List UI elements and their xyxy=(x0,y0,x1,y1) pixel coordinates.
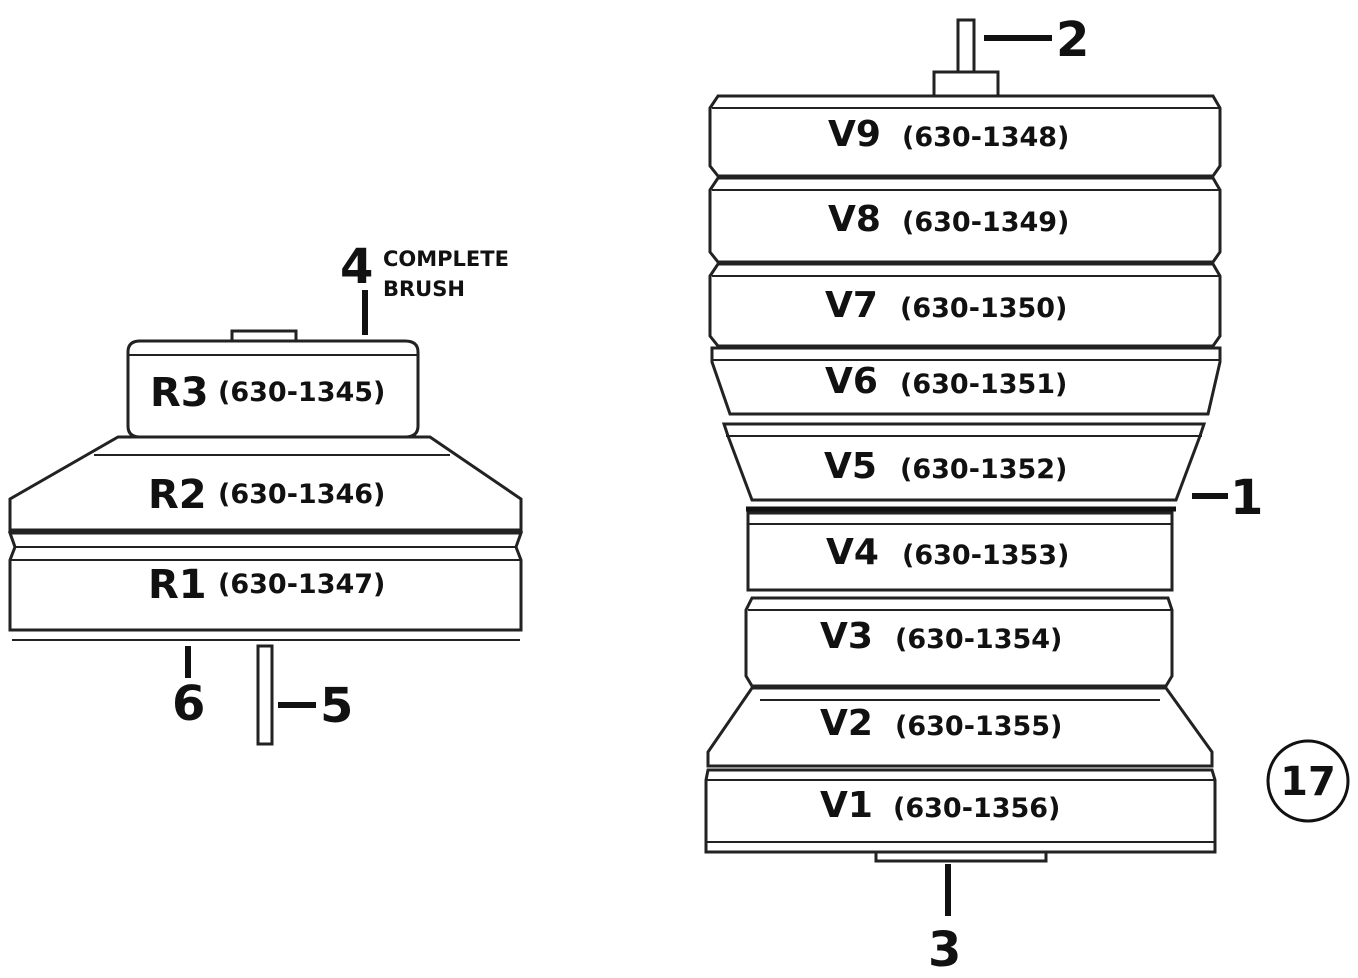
section-v3: V3 (630-1354) xyxy=(744,596,1174,688)
section-v4-name: V4 xyxy=(826,532,879,573)
section-r1-code: (630-1347) xyxy=(218,569,385,600)
section-v4-code: (630-1353) xyxy=(902,540,1069,571)
section-r2: R2 (630-1346) xyxy=(8,435,523,532)
section-v2-name: V2 xyxy=(820,703,873,744)
section-v9-name: V9 xyxy=(828,114,881,155)
right-top-nub xyxy=(932,70,1000,98)
section-v2-code: (630-1355) xyxy=(895,711,1062,742)
callout-1: 1 xyxy=(1230,470,1263,526)
section-v4-shape xyxy=(746,511,1174,592)
section-r1-shape xyxy=(7,531,524,632)
section-v2-shape xyxy=(706,686,1214,768)
section-v1: V1 (630-1356) xyxy=(704,768,1217,854)
section-v2: V2 (630-1355) xyxy=(706,686,1214,768)
section-v5-code: (630-1352) xyxy=(900,454,1067,485)
section-v9-shape xyxy=(708,94,1222,178)
right-top-shaft xyxy=(956,18,976,74)
section-v7-name: V7 xyxy=(825,285,878,326)
section-v7-shape xyxy=(708,262,1222,348)
right-assembly: V9 (630-1348) V8 (630-1349) V7 (630-1350… xyxy=(704,12,1263,978)
section-v3-shape xyxy=(744,596,1174,688)
section-v5: V5 (630-1352) xyxy=(721,422,1207,502)
callout-2: 2 xyxy=(1056,12,1089,68)
section-r1: R1 (630-1347) xyxy=(7,531,524,641)
section-v6-code: (630-1351) xyxy=(900,369,1067,400)
section-r3-code: (630-1345) xyxy=(218,377,385,408)
section-r2-shape xyxy=(8,435,523,532)
section-v3-code: (630-1354) xyxy=(895,624,1062,655)
section-v6-name: V6 xyxy=(825,361,878,402)
section-r3-name: R3 xyxy=(150,370,209,416)
page-number-badge: 17 xyxy=(1266,739,1350,823)
section-v8-name: V8 xyxy=(828,199,881,240)
section-v9: V9 (630-1348) xyxy=(708,94,1222,178)
section-v6: V6 (630-1351) xyxy=(710,346,1222,416)
section-v1-code: (630-1356) xyxy=(893,793,1060,824)
section-v7: V7 (630-1350) xyxy=(708,262,1222,348)
callout-5: 5 xyxy=(320,678,353,734)
section-v8-shape xyxy=(708,176,1222,264)
section-v8-code: (630-1349) xyxy=(902,207,1069,238)
section-v4: V4 (630-1353) xyxy=(746,511,1174,592)
callout-4-note-line2: BRUSH xyxy=(383,277,465,301)
callout-4: 4 xyxy=(340,239,373,295)
section-v1-name: V1 xyxy=(820,785,873,826)
section-v7-code: (630-1350) xyxy=(900,293,1067,324)
callout-3: 3 xyxy=(928,922,961,974)
callout-6: 6 xyxy=(172,676,205,732)
section-r2-name: R2 xyxy=(148,472,207,518)
page-number: 17 xyxy=(1280,759,1336,805)
right-bottom-plate xyxy=(874,850,1048,863)
section-v9-code: (630-1348) xyxy=(902,122,1069,153)
section-v3-name: V3 xyxy=(820,616,873,657)
left-bottom-shaft xyxy=(256,644,274,746)
section-r1-name: R1 xyxy=(148,562,207,608)
left-assembly: R3 (630-1345) R2 (630-1346) R1 (630-1347… xyxy=(7,239,524,746)
section-v8: V8 (630-1349) xyxy=(708,176,1222,264)
section-r3: R3 (630-1345) xyxy=(126,339,420,439)
callout-4-note-line1: COMPLETE xyxy=(383,247,509,271)
section-v6-shape xyxy=(710,346,1222,416)
section-v5-name: V5 xyxy=(824,446,877,487)
section-r2-code: (630-1346) xyxy=(218,479,385,510)
